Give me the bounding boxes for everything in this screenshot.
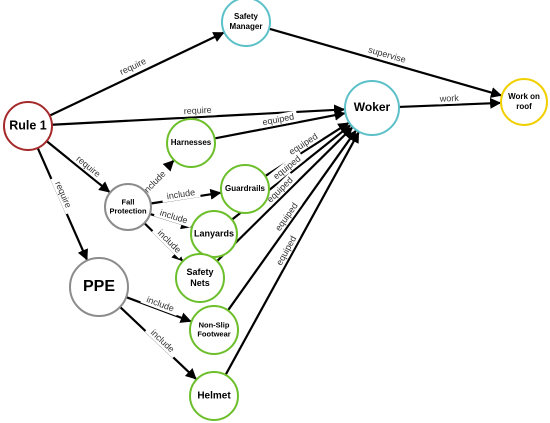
node-label: Nets xyxy=(190,278,210,288)
node-lanyards: Lanyards xyxy=(190,210,238,258)
edge-label-background xyxy=(113,53,153,80)
node-circle xyxy=(3,101,53,151)
node-label: Helmet xyxy=(197,391,231,402)
edge-label: require xyxy=(53,180,73,210)
node-woker: Woker xyxy=(344,80,400,136)
node-circle xyxy=(190,210,238,258)
edge-woker-to-work_on_roof xyxy=(398,97,502,109)
node-rule1: Rule 1 xyxy=(3,101,53,151)
node-label: Rule 1 xyxy=(9,118,47,132)
node-label: Non-Slip xyxy=(199,320,230,329)
edge-label: require xyxy=(183,105,211,116)
edge-label-group: equiped xyxy=(258,110,299,129)
node-label: Work on xyxy=(508,92,540,101)
edge-label-group: include xyxy=(161,185,201,203)
edge-label-background xyxy=(258,110,299,129)
edge-non_slip_footwear-to-woker xyxy=(227,129,357,312)
edge-helmet-to-woker xyxy=(224,131,360,376)
edge-label-background xyxy=(270,198,303,236)
edge-label-background xyxy=(178,104,218,118)
edge-label-background xyxy=(161,185,201,203)
edge-label-group: require xyxy=(69,150,107,183)
node-label: Manager xyxy=(230,22,263,31)
node-circle xyxy=(69,257,129,317)
node-circle xyxy=(175,253,225,303)
edge-label: work xyxy=(439,93,460,104)
node-label: Protection xyxy=(109,207,147,216)
node-label: PPE xyxy=(83,278,115,295)
edge-label-background xyxy=(262,172,298,208)
edge-label: include xyxy=(159,207,189,225)
edge-rule1-to-safety_manager xyxy=(49,31,225,117)
node-circle xyxy=(166,118,216,168)
edge-label-group: include xyxy=(151,224,187,259)
edge-label-background xyxy=(268,151,306,184)
edge-label-background xyxy=(144,323,181,359)
node-label: Safety xyxy=(234,12,259,21)
edge-label-background xyxy=(153,205,194,228)
node-harnesses: Harnesses xyxy=(166,118,216,168)
edge-safety_nets-to-woker xyxy=(216,126,353,262)
node-label: Footwear xyxy=(197,330,230,339)
edge-label-group: require xyxy=(178,104,218,118)
edge-label-group: include xyxy=(153,205,194,228)
node-label: Woker xyxy=(354,100,391,114)
edge-label-background xyxy=(362,42,412,67)
node-circle xyxy=(500,78,548,126)
node-circle xyxy=(221,0,271,47)
node-helmet: Helmet xyxy=(189,371,239,421)
edge-rule1-to-fall_protection xyxy=(45,140,111,193)
node-label: Fall xyxy=(122,197,135,206)
node-label: Guardrails xyxy=(225,184,266,193)
edge-label-group: include xyxy=(144,323,181,359)
node-label: Lanyards xyxy=(194,228,234,238)
edge-harnesses-to-woker xyxy=(214,109,346,140)
edge-label: include xyxy=(149,327,177,354)
node-ppe: PPE xyxy=(69,257,129,317)
edge-label: include xyxy=(166,187,196,201)
edge-label-group: work xyxy=(437,92,462,105)
node-circle xyxy=(344,80,400,136)
node-label: Safety xyxy=(186,267,213,277)
node-circle xyxy=(189,305,239,355)
edge-label-background xyxy=(69,150,107,183)
node-circle xyxy=(104,183,152,231)
edge-label-background xyxy=(272,231,301,271)
edge-safety_manager-to-work_on_roof xyxy=(268,27,502,98)
edge-label: include xyxy=(156,228,183,255)
edge-label-background xyxy=(437,92,462,105)
node-label: roof xyxy=(516,102,532,111)
edge-label-background xyxy=(151,224,187,259)
node-circle xyxy=(220,164,270,214)
node-label: Harnesses xyxy=(171,138,212,147)
node-guardrails: Guardrails xyxy=(220,164,270,214)
node-circle xyxy=(189,371,239,421)
edge-label-background xyxy=(140,292,181,316)
edge-label: require xyxy=(118,56,148,77)
edge-label-background xyxy=(50,174,76,215)
edge-label-background xyxy=(284,129,323,160)
edge-label-group: include xyxy=(140,292,181,316)
